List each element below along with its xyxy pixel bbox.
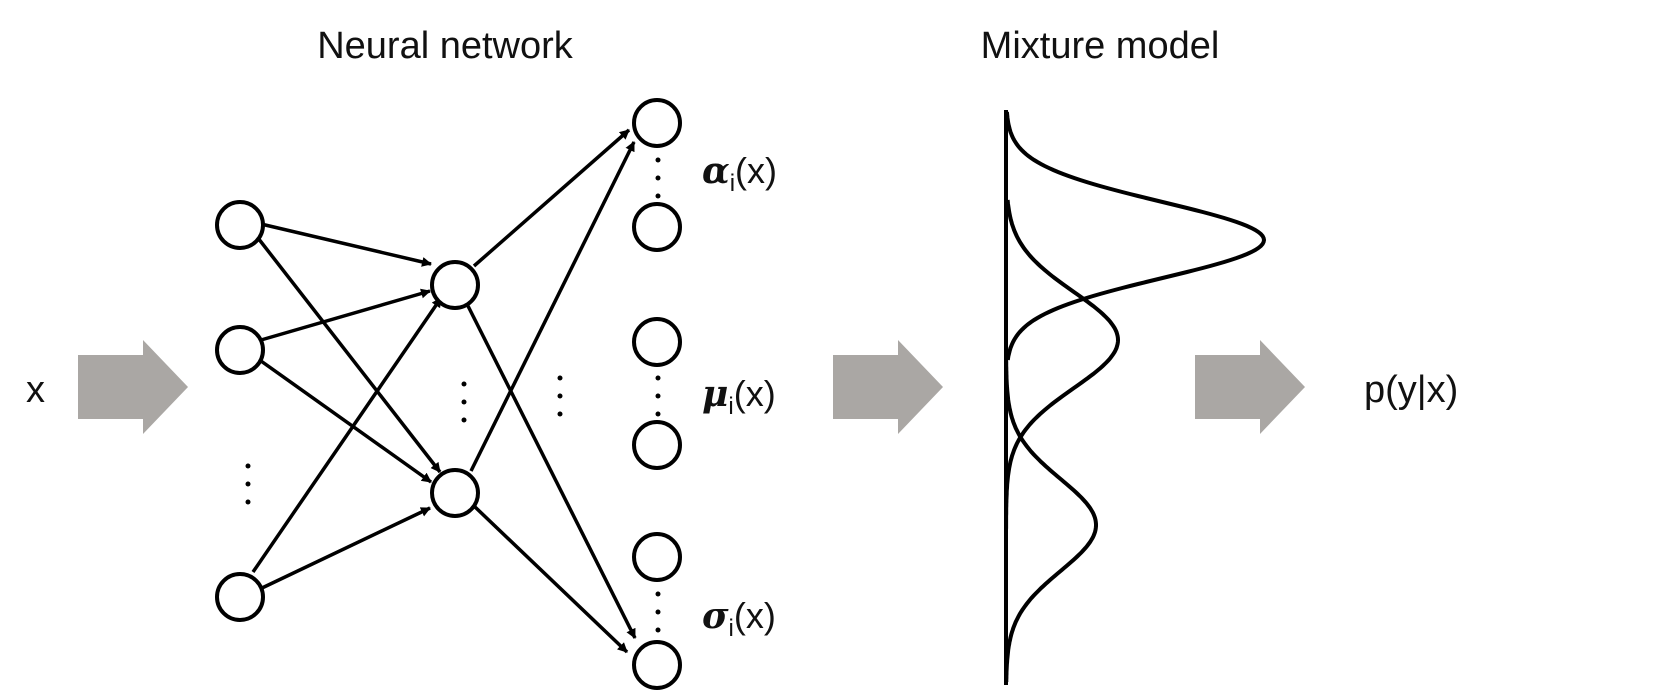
mu-label: μi(x) <box>702 373 776 420</box>
edge <box>472 128 631 268</box>
edge <box>260 288 431 342</box>
input-flow-arrow <box>78 340 188 434</box>
mixture-flow-arrow <box>833 340 943 434</box>
gaussian-component-bottom <box>1004 340 1098 682</box>
input-node <box>215 572 265 622</box>
edge <box>469 141 636 472</box>
input-layer-ellipsis <box>245 463 251 505</box>
input-label: x <box>26 369 45 411</box>
output-node-mu-top <box>632 317 682 367</box>
edge <box>251 297 443 573</box>
output-node-alpha-top <box>632 98 682 148</box>
edge <box>464 301 637 639</box>
sigma-nodes-ellipsis <box>655 591 661 633</box>
output-node-alpha-bottom <box>632 202 682 252</box>
gaussian-component-middle <box>1004 199 1121 590</box>
output-label: p(y|x) <box>1364 369 1458 411</box>
hidden-node <box>430 260 480 310</box>
edges-ellipsis <box>557 375 563 417</box>
hidden-layer-ellipsis <box>461 381 467 423</box>
mu-nodes-ellipsis <box>655 375 661 417</box>
hidden-node <box>430 468 480 518</box>
mixture-model-title: Mixture model <box>981 25 1220 67</box>
input-node <box>215 200 265 250</box>
sigma-label: σi(x) <box>702 595 776 642</box>
neural-network-title: Neural network <box>317 25 574 67</box>
output-node-sigma-top <box>632 532 682 582</box>
output-node-mu-bottom <box>632 420 682 470</box>
output-node-sigma-bottom <box>632 640 682 690</box>
alpha-label: αi(x) <box>702 150 777 197</box>
input-node <box>215 325 265 375</box>
edge <box>260 222 432 267</box>
output-flow-arrow <box>1195 340 1305 434</box>
gaussian-component-top <box>1004 111 1267 361</box>
alpha-nodes-ellipsis <box>655 157 661 199</box>
edge <box>256 236 442 474</box>
edge <box>259 359 433 484</box>
mixture-model-plot <box>1004 110 1267 685</box>
edge <box>472 504 629 654</box>
edge <box>261 506 431 590</box>
